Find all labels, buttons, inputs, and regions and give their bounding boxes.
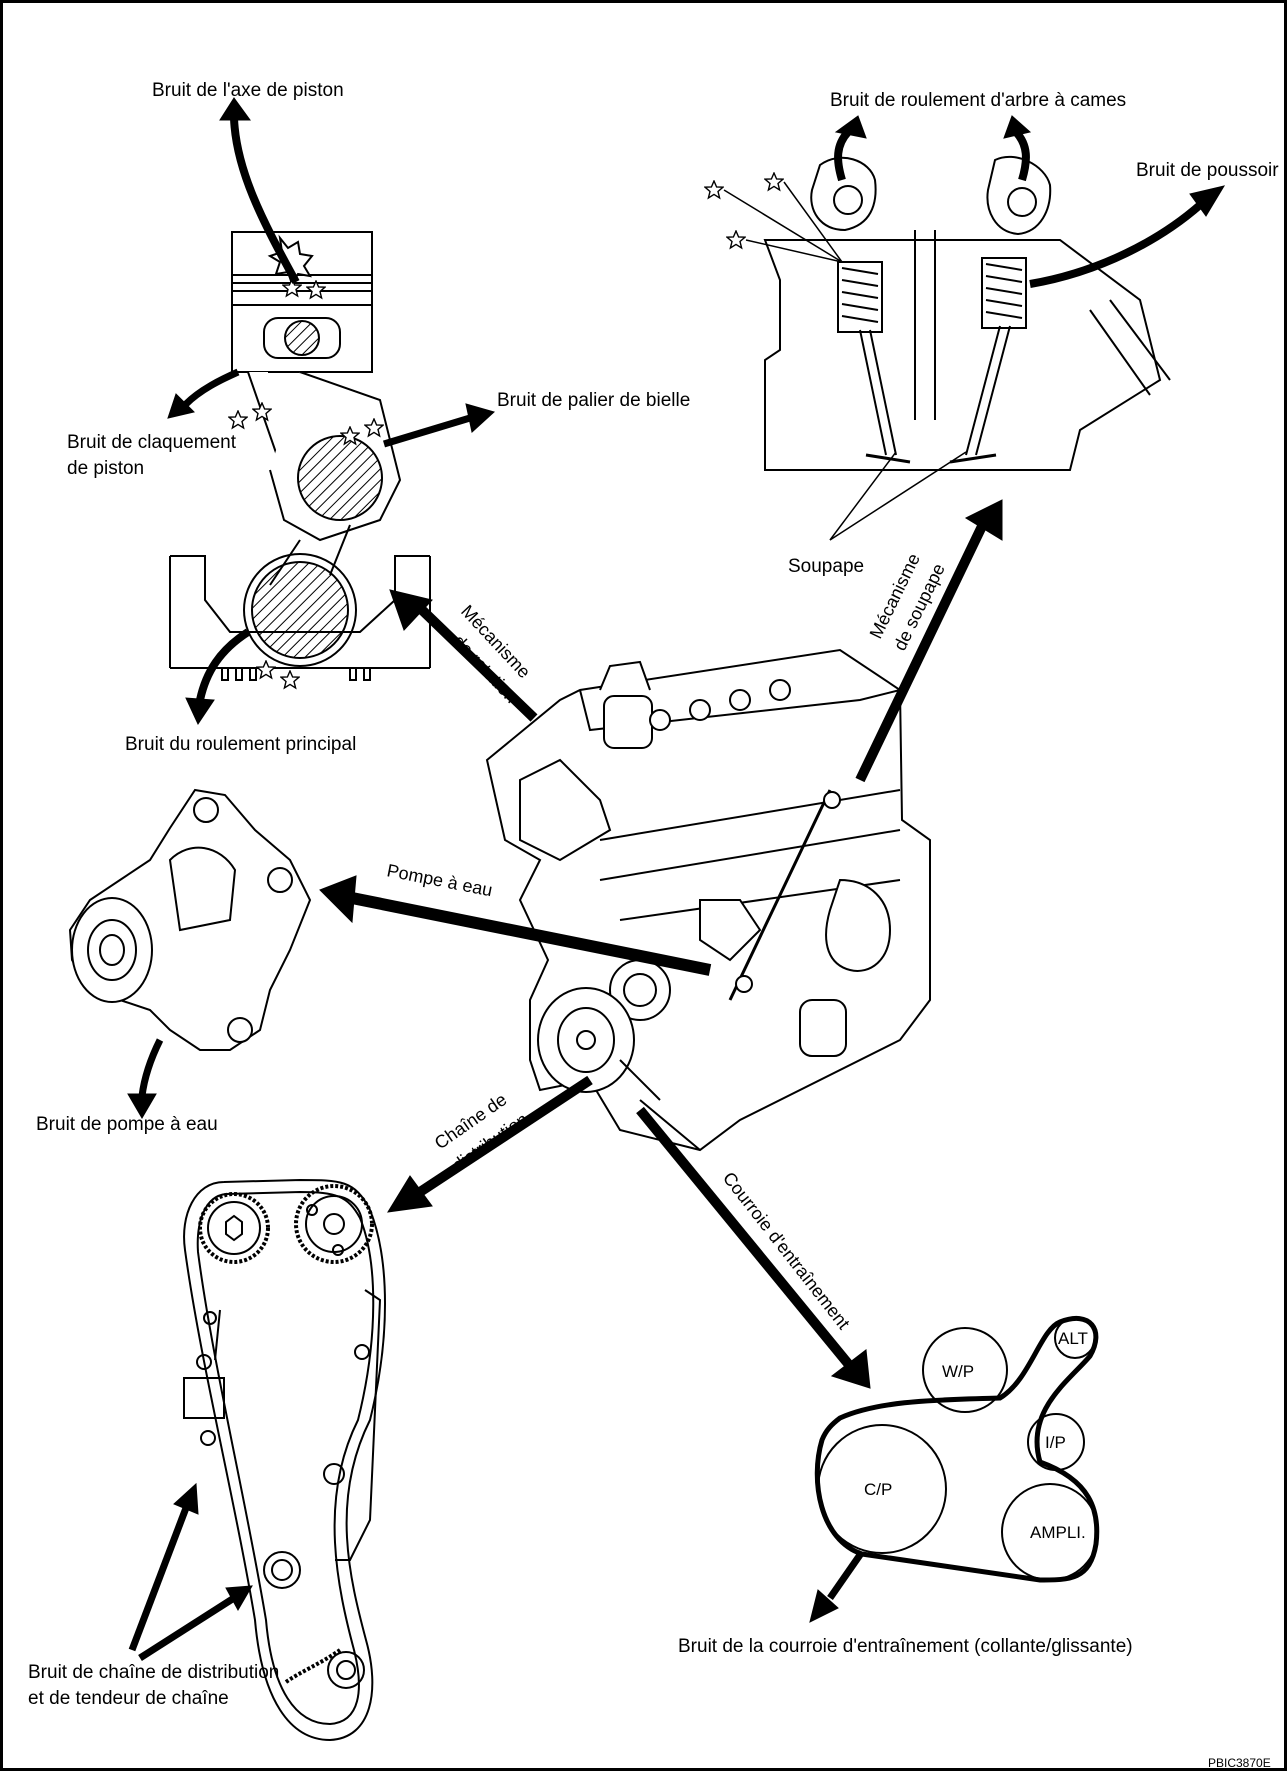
label-tappet-noise: Bruit de poussoir bbox=[1136, 160, 1279, 182]
star-icon bbox=[727, 231, 745, 248]
label-camshaft-bearing-noise: Bruit de roulement d'arbre à cames bbox=[830, 90, 1126, 112]
star-icon bbox=[705, 181, 723, 198]
pulley-ampli-label: AMPLI. bbox=[1030, 1523, 1086, 1542]
pulley-cp-label: C/P bbox=[864, 1480, 892, 1499]
label-main-bearing-noise: Bruit du roulement principal bbox=[125, 734, 356, 756]
star-icon bbox=[765, 173, 783, 190]
label-rod-bearing-noise: Bruit de palier de bielle bbox=[497, 390, 690, 412]
label-timing-chain-noise-line1: Bruit de chaîne de distribution bbox=[28, 1662, 279, 1684]
mechanism-drive-belt-label: Courroie d'entraînement bbox=[719, 1168, 854, 1333]
piston-icon bbox=[170, 232, 430, 680]
label-piston-pin-noise: Bruit de l'axe de piston bbox=[152, 80, 344, 102]
label-piston-slap-noise-line1: Bruit de claquement bbox=[67, 432, 236, 454]
arrow-icon bbox=[810, 1552, 862, 1622]
engine-icon bbox=[487, 650, 930, 1150]
pulley-alt-label: ALT bbox=[1058, 1329, 1088, 1348]
water-pump-icon bbox=[70, 790, 310, 1050]
timing-chain-icon bbox=[184, 1180, 385, 1740]
valve-icon bbox=[765, 157, 1170, 470]
pulley-wp-label: W/P bbox=[942, 1362, 974, 1381]
pulley-labels: W/P ALT I/P C/P AMPLI. bbox=[864, 1329, 1088, 1542]
label-timing-chain-noise-line2: et de tendeur de chaîne bbox=[28, 1688, 229, 1710]
pulley-ip-label: I/P bbox=[1045, 1433, 1066, 1452]
star-icon bbox=[281, 671, 299, 688]
label-belt-noise: Bruit de la courroie d'entraînement (col… bbox=[678, 1636, 1133, 1658]
star-icon bbox=[229, 411, 247, 428]
star-icon bbox=[257, 661, 275, 678]
label-piston-slap-noise-line2: de piston bbox=[67, 458, 144, 480]
arrow-icon bbox=[128, 1040, 160, 1118]
mechanism-water-pump-label: Pompe à eau bbox=[385, 860, 494, 900]
label-valve: Soupape bbox=[788, 556, 864, 578]
label-water-pump-noise: Bruit de pompe à eau bbox=[36, 1114, 218, 1136]
